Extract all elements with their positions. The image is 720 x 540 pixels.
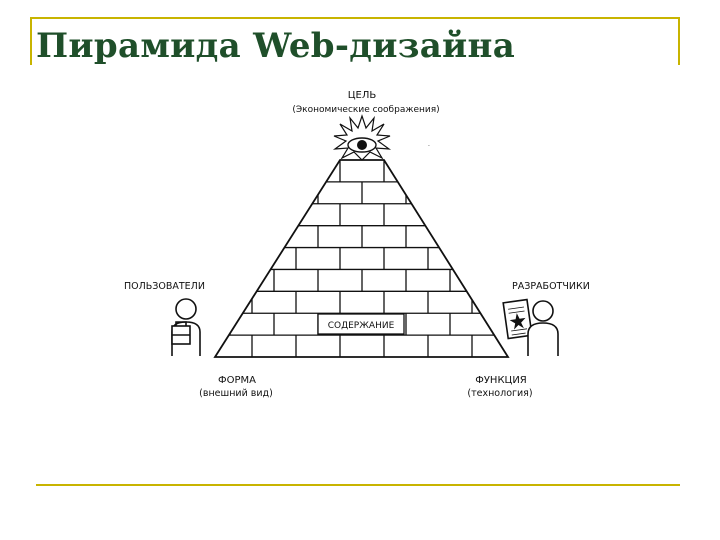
left-rule — [30, 17, 32, 65]
right-rule — [678, 17, 680, 65]
stray-dot: . — [428, 141, 430, 148]
form-title: ФОРМА — [218, 375, 256, 386]
developer-person-icon — [502, 298, 559, 356]
goal-title: ЦЕЛЬ — [348, 90, 377, 101]
function-subtitle: (технология) — [467, 388, 532, 399]
user-person-icon — [171, 298, 201, 356]
developers-label: РАЗРАБОТЧИКИ — [512, 281, 590, 292]
form-subtitle: (внешний вид) — [199, 388, 273, 399]
eye-icon — [332, 114, 392, 161]
bottom-rule — [36, 484, 680, 486]
slide-title: Пирамида Web-дизайна — [36, 26, 516, 66]
function-title: ФУНКЦИЯ — [475, 375, 527, 386]
users-label: ПОЛЬЗОВАТЕЛИ — [124, 281, 205, 292]
top-rule — [30, 17, 680, 19]
content-label: СОДЕРЖАНИЕ — [328, 321, 395, 331]
content-brick — [317, 313, 405, 335]
goal-subtitle: (Экономические соображения) — [292, 105, 439, 115]
